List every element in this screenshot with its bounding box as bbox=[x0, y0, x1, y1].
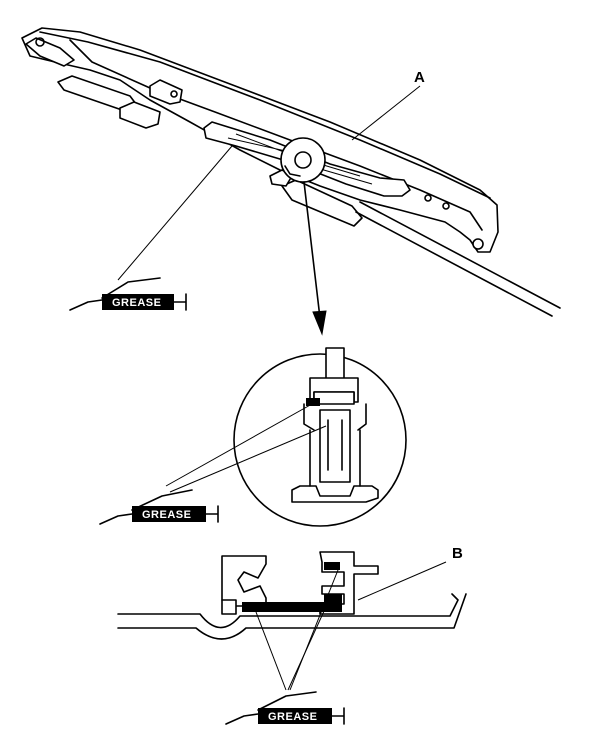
callout-b-leader bbox=[357, 561, 447, 601]
grease-label-top: GREASE bbox=[112, 297, 161, 309]
grease-fill-upper bbox=[324, 562, 340, 570]
grease-bar-bottom bbox=[242, 602, 342, 612]
magnify-arrow bbox=[303, 181, 327, 336]
seat-track-assembly bbox=[21, 27, 561, 317]
callout-b: B bbox=[357, 545, 463, 601]
grease-spot-upper bbox=[306, 398, 320, 406]
cross-section-view bbox=[117, 551, 467, 640]
grease-gun-icon: GREASE bbox=[99, 489, 219, 525]
bracket-left bbox=[221, 555, 267, 607]
callout-a-leader bbox=[351, 85, 421, 141]
floor-panel bbox=[117, 593, 459, 629]
grease-label-middle: GREASE bbox=[142, 509, 191, 521]
track-rod bbox=[359, 201, 561, 309]
callout-b-label: B bbox=[452, 545, 463, 562]
grease-label-bottom: GREASE bbox=[268, 711, 317, 723]
grease-gun-icon: GREASE bbox=[69, 277, 187, 311]
detail-focus-circle bbox=[280, 137, 326, 183]
grease-gun-icon: GREASE bbox=[225, 691, 345, 725]
grease-fill-lower bbox=[324, 594, 342, 602]
callout-a-label: A bbox=[414, 69, 425, 86]
magnified-detail-view bbox=[233, 347, 407, 527]
callout-a: A bbox=[351, 69, 425, 141]
